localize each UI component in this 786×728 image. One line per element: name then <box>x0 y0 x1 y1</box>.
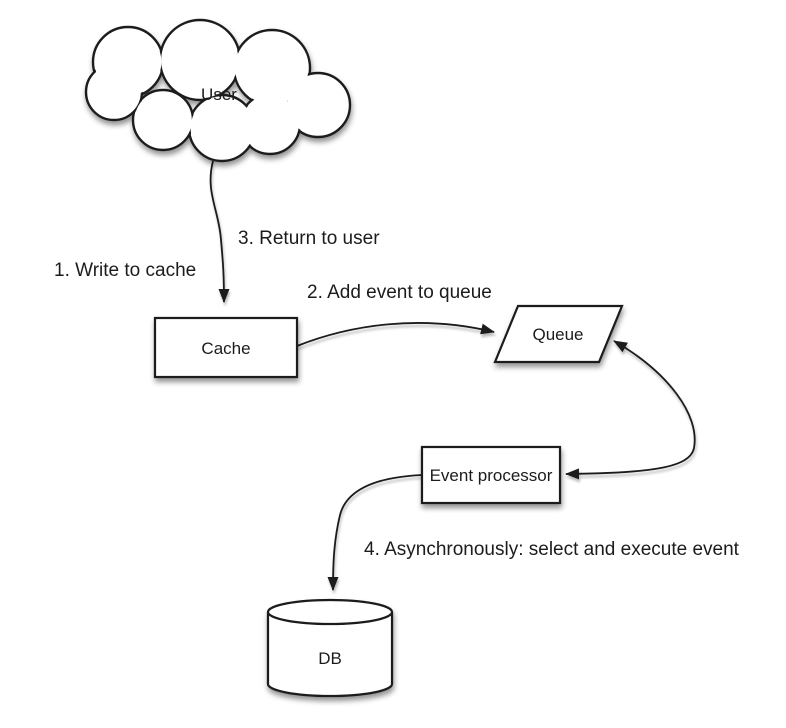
queue-parallelogram <box>493 304 624 364</box>
label-step1-write-to-cache: 1. Write to cache <box>54 260 196 281</box>
label-step3-return-to-user: 3. Return to user <box>238 228 380 249</box>
arrow-cache-to-queue <box>296 322 495 347</box>
cache-box <box>153 316 299 379</box>
cache-label: Cache <box>201 339 250 358</box>
user-cloud <box>84 18 352 163</box>
event-processor-box <box>420 445 562 505</box>
event-processor-label: Event processor <box>430 466 553 485</box>
label-step2-add-event-to-queue: 2. Add event to queue <box>307 282 492 303</box>
db-cylinder <box>266 598 394 698</box>
queue-label: Queue <box>532 325 583 344</box>
arrow-user-to-cache <box>209 160 230 303</box>
arrow-queue-event-processor <box>565 340 696 480</box>
db-label: DB <box>318 649 342 668</box>
user-label: User <box>201 85 237 104</box>
label-step4-asynchronously: 4. Asynchronously: select and execute ev… <box>364 539 740 560</box>
arrow-event-processor-to-db <box>327 474 423 591</box>
